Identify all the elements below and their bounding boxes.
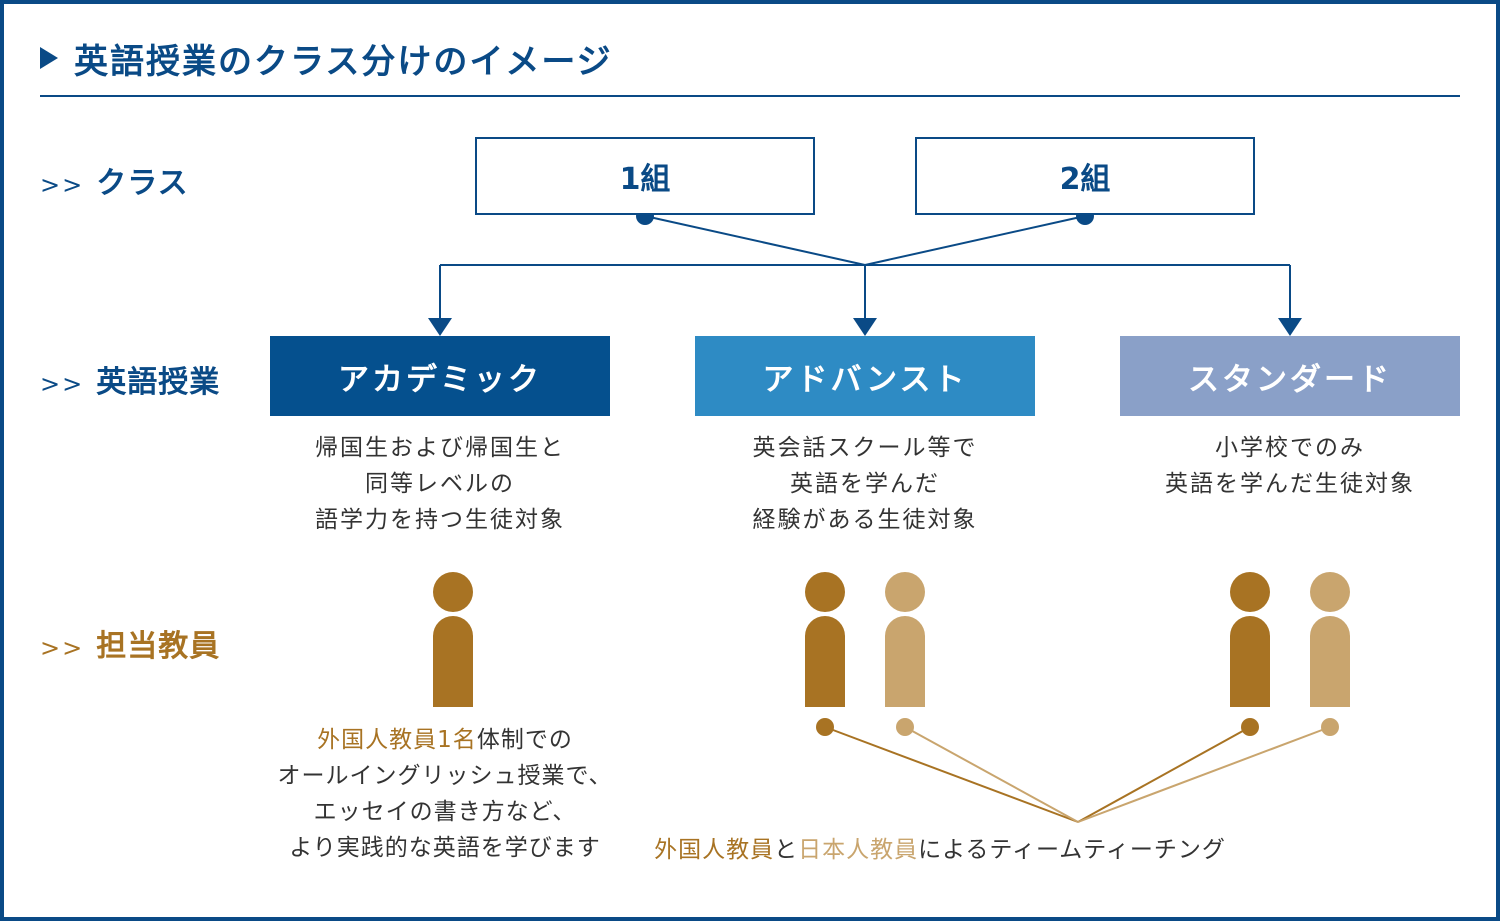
course-standard: スタンダード bbox=[1120, 336, 1460, 416]
row-marker: >> bbox=[40, 634, 85, 662]
description-line: オールイングリッシュ授業で、 bbox=[277, 763, 613, 789]
class-box-2: 2組 bbox=[915, 137, 1255, 215]
description-line: 小学校でのみ bbox=[1215, 435, 1365, 461]
course-description-advanced: 英会話スクール等で 英語を学んだ 経験がある生徒対象 bbox=[665, 430, 1065, 538]
description-text: 体制での bbox=[476, 727, 573, 753]
description-line: より実践的な英語を学びます bbox=[289, 835, 601, 861]
caption-text: によるティームティーチング bbox=[918, 837, 1226, 863]
connector-dot bbox=[816, 718, 834, 736]
connector-dot bbox=[1241, 718, 1259, 736]
person-icon bbox=[805, 572, 845, 707]
triangle-bullet-icon bbox=[40, 47, 58, 69]
description-line: 英語を学んだ bbox=[790, 471, 940, 497]
person-icon bbox=[1310, 572, 1350, 707]
japanese-teacher-highlight: 日本人教員 bbox=[798, 837, 919, 863]
connector-line bbox=[1077, 726, 1251, 823]
page-title: 英語授業のクラス分けのイメージ bbox=[74, 41, 613, 82]
description-line: 英会話スクール等で bbox=[752, 435, 978, 461]
team-connectors bbox=[824, 726, 1331, 823]
title-row: 英語授業のクラス分けのイメージ bbox=[40, 38, 613, 82]
person-icon bbox=[1230, 572, 1270, 707]
description-line: 英語を学んだ生徒対象 bbox=[1165, 471, 1415, 497]
connector-line bbox=[644, 215, 866, 266]
description-line: 外国人教員1名体制での bbox=[235, 722, 655, 758]
course-description-academic: 帰国生および帰国生と 同等レベルの 語学力を持つ生徒対象 bbox=[240, 430, 640, 538]
connector-dot bbox=[1321, 718, 1339, 736]
row-label-class: >> クラス bbox=[40, 158, 189, 202]
caption-text: と bbox=[774, 837, 799, 863]
arrow-down-icon bbox=[428, 318, 452, 336]
team-teaching-caption: 外国人教員と日本人教員によるティームティーチング bbox=[600, 830, 1280, 864]
title-underline bbox=[40, 95, 1460, 97]
teacher-description-academic: 外国人教員1名体制での オールイングリッシュ授業で、 エッセイの書き方など、 よ… bbox=[235, 722, 655, 866]
arrow-down-icon bbox=[1278, 318, 1302, 336]
arrow-down-icon bbox=[853, 318, 877, 336]
foreign-teacher-highlight: 外国人教員 bbox=[654, 837, 775, 863]
course-description-standard: 小学校でのみ 英語を学んだ生徒対象 bbox=[1090, 430, 1490, 502]
row-marker: >> bbox=[40, 171, 85, 199]
class-connectors bbox=[439, 215, 1291, 320]
connector-line bbox=[1077, 726, 1331, 823]
row-marker: >> bbox=[40, 370, 85, 398]
course-advanced: アドバンスト bbox=[695, 336, 1035, 416]
row-label-lesson: >> 英語授業 bbox=[40, 357, 220, 401]
description-line: 同等レベルの bbox=[365, 471, 515, 497]
description-line: 帰国生および帰国生と bbox=[315, 435, 565, 461]
description-line: 語学力を持つ生徒対象 bbox=[315, 507, 565, 533]
course-academic: アカデミック bbox=[270, 336, 610, 416]
row-label-text: クラス bbox=[96, 166, 189, 201]
row-label-text: 英語授業 bbox=[96, 365, 221, 400]
foreign-teacher-highlight: 外国人教員1名 bbox=[317, 727, 477, 753]
description-line: 経験がある生徒対象 bbox=[752, 507, 978, 533]
person-icon bbox=[433, 572, 473, 707]
row-label-text: 担当教員 bbox=[96, 629, 221, 664]
connector-line bbox=[904, 726, 1079, 823]
connector-line bbox=[824, 726, 1079, 823]
description-line: エッセイの書き方など、 bbox=[313, 799, 577, 825]
connector-dot bbox=[896, 718, 914, 736]
class-box-1: 1組 bbox=[475, 137, 815, 215]
connector-line bbox=[864, 215, 1086, 266]
person-icon bbox=[885, 572, 925, 707]
row-label-teacher: >> 担当教員 bbox=[40, 621, 220, 665]
